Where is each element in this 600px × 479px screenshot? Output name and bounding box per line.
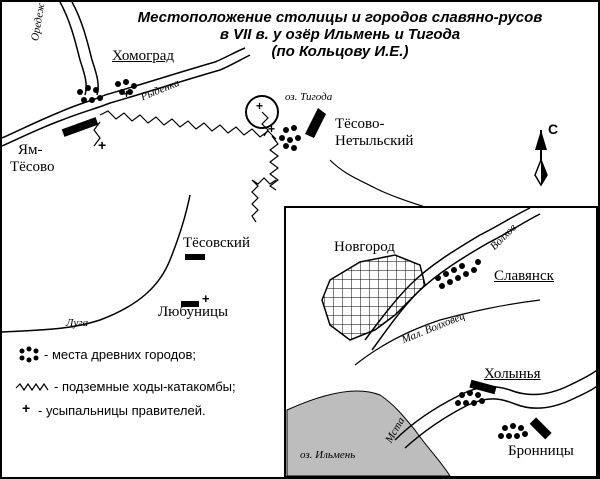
lake-label-tigoda: оз. Тигода	[285, 91, 333, 103]
map-title-line-1: Местоположение столицы и городов славяно…	[137, 9, 543, 26]
catacomb-block-tesovo-netylsky	[305, 108, 326, 138]
oredezh-river	[59, 1, 99, 96]
map-title-line-3: (по Кольцову И.Е.)	[271, 43, 409, 60]
legend-zigzag-icon	[15, 382, 49, 392]
msta-river-bank-2	[404, 385, 598, 449]
legend-dots-icon	[19, 346, 39, 363]
ancient-city-khomograd	[77, 79, 137, 103]
ancient-city-bronnitsy	[498, 423, 528, 439]
tomb-lyubunitsy: +	[202, 291, 210, 306]
map-title: Местоположение столицы и городов славяно…	[120, 9, 560, 60]
lake-label-ilmen: оз. Ильмень	[300, 449, 356, 461]
catacomb-block-tesovsky	[185, 254, 205, 260]
legend-symbols: +	[15, 346, 49, 416]
ilmen-lake	[286, 390, 451, 477]
inset-map	[284, 206, 598, 478]
ancient-city-tesovo-netylsky	[279, 125, 301, 151]
tigoda-lake	[245, 95, 279, 129]
river-label-luga: Луга	[66, 317, 89, 329]
place-bronnitsy: Бронницы	[508, 443, 574, 459]
rydenka-river	[1, 47, 251, 147]
place-yam-tesovo-2: Тёсово	[10, 159, 55, 175]
legend-plus-icon: +	[22, 400, 30, 416]
volkhov-river-bank-2	[371, 213, 541, 351]
map-title-line-2: в VII в. у озёр Ильмень и Тигода	[219, 26, 461, 43]
tomb-tigoda: +	[256, 99, 263, 113]
place-slavyansk: Славянск	[494, 268, 554, 284]
catacomb-block-kholynya	[469, 379, 497, 395]
catacomb-block-lyubunitsy	[181, 301, 199, 307]
luga-river	[1, 194, 191, 333]
place-yam-tesovo-1: Ям-	[18, 142, 43, 158]
mal-volkhovets-river	[354, 299, 541, 366]
north-label: С	[548, 121, 559, 137]
catacomb-block-yam	[61, 117, 99, 137]
catacomb-lines	[93, 110, 279, 223]
north-arrow	[534, 130, 548, 187]
place-tesovo-netylsky-1: Тёсово-	[335, 116, 385, 132]
place-tesovo-netylsky-2: Нетыльский	[335, 133, 414, 149]
place-kholynya: Холынья	[484, 366, 541, 382]
place-tesovsky: Тёсовский	[183, 235, 250, 251]
legend-tombs: - усыпальницы правителей.	[38, 403, 206, 418]
legend-catacombs: - подземные ходы-катакомбы;	[54, 379, 236, 394]
tomb-khomograd: +	[123, 87, 130, 101]
legend-ancient-cities: - места древних городов;	[44, 347, 196, 362]
novgorod-area	[321, 254, 426, 341]
place-novgorod: Новгород	[334, 239, 395, 255]
catacomb-block-bronnitsy	[529, 417, 552, 440]
tomb-yam: +	[98, 137, 106, 153]
tomb-tigoda-2: +	[268, 122, 275, 136]
ancient-city-kholynya	[455, 390, 485, 406]
place-khomograd: Хомоград	[112, 48, 175, 64]
place-lyubunitsy: Любуницы	[158, 304, 229, 320]
ancient-city-slavyansk	[435, 259, 481, 289]
msta-river-bank-1	[394, 369, 598, 441]
